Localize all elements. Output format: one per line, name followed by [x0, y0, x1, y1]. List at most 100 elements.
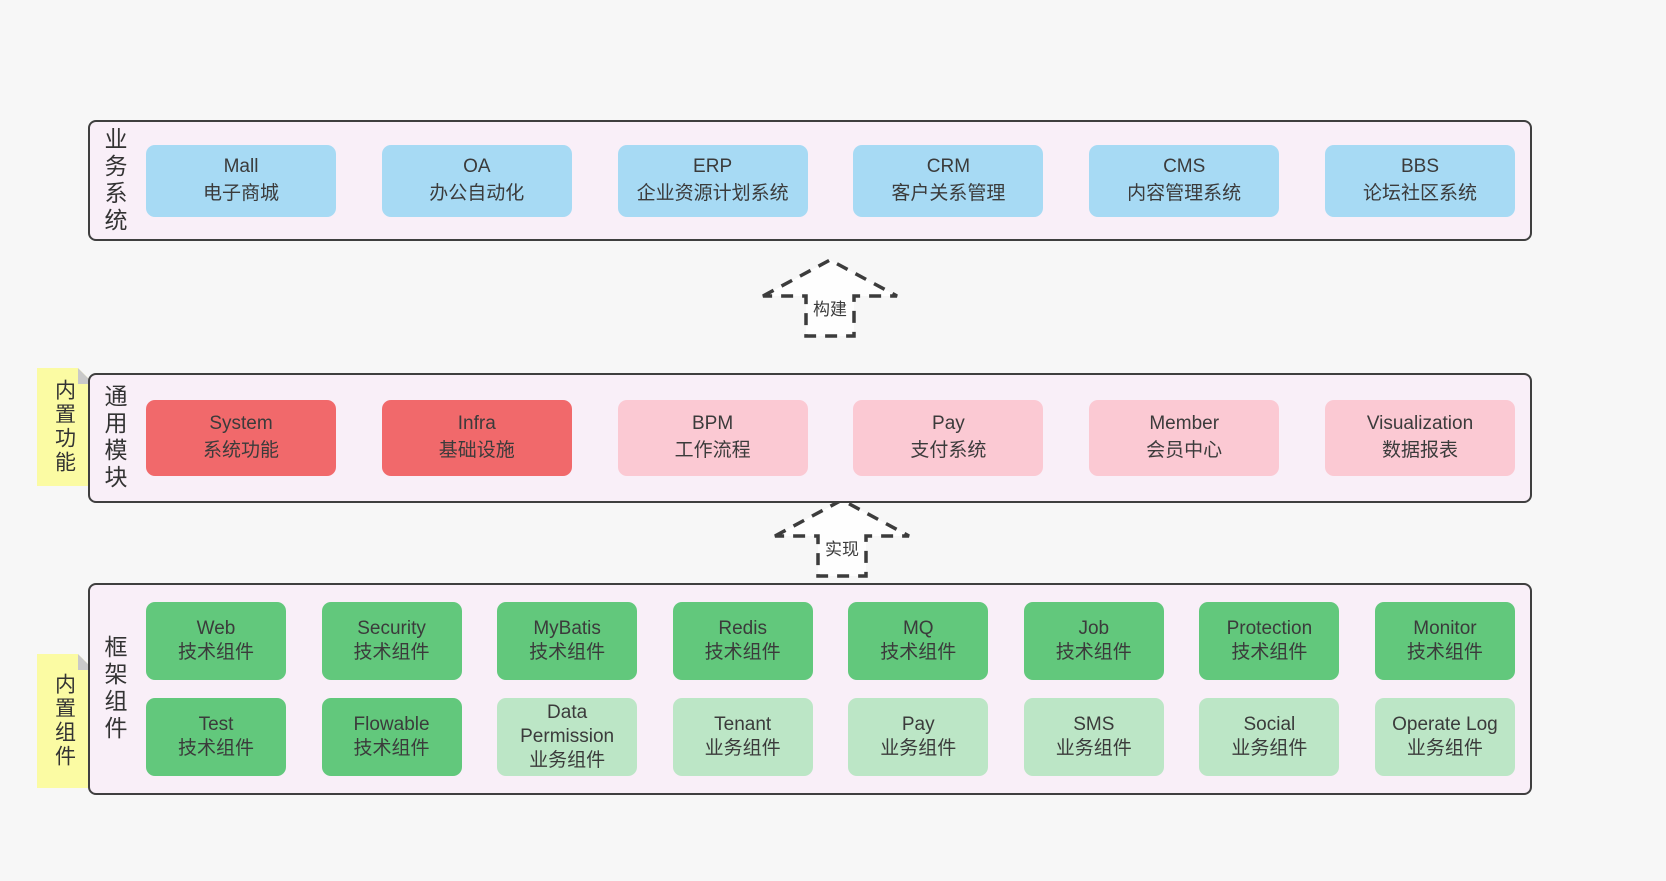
box-title: CMS [1163, 155, 1206, 177]
box-mq: MQ 技术组件 [848, 602, 989, 680]
box-subtitle: 业务组件 [1231, 738, 1308, 759]
box-subtitle: 技术组件 [1406, 642, 1483, 663]
box-subtitle: 技术组件 [177, 642, 254, 663]
box-title: Data Permission [520, 701, 615, 747]
box-subtitle: 业务组件 [529, 750, 606, 772]
box-title: Tenant [714, 713, 772, 735]
box-flowable: Flowable 技术组件 [321, 698, 462, 776]
builtin-components-sticky-note: 内置组件 [37, 654, 94, 788]
box-subtitle: 技术组件 [880, 642, 957, 663]
box-subtitle: 基础设施 [438, 440, 515, 461]
box-title: MyBatis [533, 617, 601, 639]
box-subtitle: 客户关系管理 [891, 182, 1006, 204]
common-modules-layer-label: 通用模块 [101, 384, 127, 492]
box-subtitle: 技术组件 [353, 642, 430, 663]
box-title: Flowable [353, 713, 430, 735]
box-subtitle: 技术组件 [1055, 642, 1132, 663]
box-title: Infra [457, 413, 496, 435]
box-title: Pay [901, 713, 935, 735]
box-bpm: BPM 工作流程 [617, 400, 808, 476]
box-job: Job 技术组件 [1023, 602, 1164, 680]
business-boxes-row: Mall 电子商城 OA 办公自动化 ERP 企业资源计划系统 CRM 客户关系… [138, 122, 1530, 239]
box-title: Operate Log [1392, 713, 1498, 735]
box-protection: Protection 技术组件 [1199, 602, 1340, 680]
modules-boxes-row: System 系统功能 Infra 基础设施 BPM 工作流程 Pay 支付系统… [138, 375, 1530, 501]
box-cms: CMS 内容管理系统 [1089, 144, 1280, 217]
box-data-permission: Data Permission 业务组件 [497, 698, 638, 776]
box-title: OA [463, 155, 491, 177]
box-crm: CRM 客户关系管理 [853, 144, 1044, 217]
box-title: CRM [926, 155, 971, 177]
box-subtitle: 技术组件 [529, 642, 606, 663]
box-subtitle: 论坛社区系统 [1362, 182, 1477, 204]
box-title: Test [198, 713, 234, 735]
framework-components-layer-panel: 框架组件 Web 技术组件 Security 技术组件 MyBatis 技术组件… [88, 583, 1532, 795]
box-title: Visualization [1366, 413, 1474, 435]
box-title: Redis [718, 617, 767, 639]
box-web: Web 技术组件 [146, 602, 286, 680]
box-title: Social [1243, 713, 1296, 735]
box-security: Security 技术组件 [321, 602, 462, 680]
box-title: BBS [1400, 155, 1439, 177]
box-tenant: Tenant 业务组件 [672, 698, 813, 776]
box-title: SMS [1073, 713, 1115, 735]
box-bbs: BBS 论坛社区系统 [1324, 144, 1515, 217]
sticky-note-label: 内置组件 [52, 673, 76, 769]
box-mybatis: MyBatis 技术组件 [497, 602, 638, 680]
box-title: Protection [1226, 617, 1313, 639]
common-modules-layer-panel: 通用模块 System 系统功能 Infra 基础设施 BPM 工作流程 Pay… [88, 373, 1532, 503]
box-subtitle: 工作流程 [674, 440, 751, 461]
box-subtitle: 内容管理系统 [1127, 182, 1242, 204]
box-title: Mall [223, 155, 259, 177]
box-visualization: Visualization 数据报表 [1324, 400, 1515, 476]
box-subtitle: 系统功能 [202, 440, 279, 461]
components-row-2: Test 技术组件 Flowable 技术组件 Data Permission … [146, 698, 1515, 776]
builtin-features-sticky-note: 内置功能 [37, 368, 94, 486]
framework-components-layer-label: 框架组件 [101, 635, 127, 743]
box-title: Pay [932, 413, 965, 435]
box-title: Security [357, 617, 426, 639]
box-subtitle: 技术组件 [704, 642, 781, 663]
build-arrow: 构建 [760, 257, 900, 339]
box-subtitle: 业务组件 [704, 738, 781, 759]
box-title: ERP [693, 155, 733, 177]
box-subtitle: 技术组件 [1231, 642, 1308, 663]
box-monitor: Monitor 技术组件 [1374, 602, 1515, 680]
box-member: Member 会员中心 [1089, 400, 1280, 476]
box-title: MQ [902, 617, 934, 639]
box-infra: Infra 基础设施 [381, 400, 572, 476]
box-mall: Mall 电子商城 [146, 144, 336, 217]
box-subtitle: 办公自动化 [429, 182, 525, 204]
box-title: System [209, 413, 273, 435]
box-subtitle: 业务组件 [1406, 738, 1483, 759]
sticky-note-label: 内置功能 [52, 379, 76, 475]
implement-arrow-label: 实现 [823, 535, 861, 560]
box-subtitle: 技术组件 [353, 738, 430, 759]
box-subtitle: 企业资源计划系统 [636, 182, 789, 204]
business-layer-panel: 业务系统 Mall 电子商城 OA 办公自动化 ERP 企业资源计划系统 CRM… [88, 120, 1532, 241]
business-layer-label: 业务系统 [101, 126, 127, 235]
box-subtitle: 技术组件 [177, 738, 254, 759]
components-row-1: Web 技术组件 Security 技术组件 MyBatis 技术组件 Redi… [146, 602, 1515, 680]
implement-arrow: 实现 [772, 497, 912, 579]
box-subtitle: 业务组件 [880, 738, 957, 759]
box-subtitle: 业务组件 [1055, 738, 1132, 759]
box-operate-log: Operate Log 业务组件 [1374, 698, 1515, 776]
box-erp: ERP 企业资源计划系统 [617, 144, 808, 217]
box-title: Web [196, 617, 236, 639]
box-subtitle: 电子商城 [202, 182, 279, 204]
box-subtitle: 支付系统 [910, 440, 987, 461]
box-test: Test 技术组件 [146, 698, 286, 776]
box-subtitle: 会员中心 [1146, 440, 1223, 461]
box-title: Monitor [1413, 617, 1477, 639]
components-boxes-grid: Web 技术组件 Security 技术组件 MyBatis 技术组件 Redi… [138, 585, 1530, 793]
box-redis: Redis 技术组件 [672, 602, 813, 680]
box-title: Job [1078, 617, 1110, 639]
box-oa: OA 办公自动化 [381, 144, 572, 217]
box-pay-module: Pay 支付系统 [853, 400, 1044, 476]
box-title: BPM [692, 413, 734, 435]
box-system: System 系统功能 [146, 400, 336, 476]
box-social: Social 业务组件 [1199, 698, 1340, 776]
box-sms: SMS 业务组件 [1023, 698, 1164, 776]
box-title: Member [1149, 413, 1220, 435]
